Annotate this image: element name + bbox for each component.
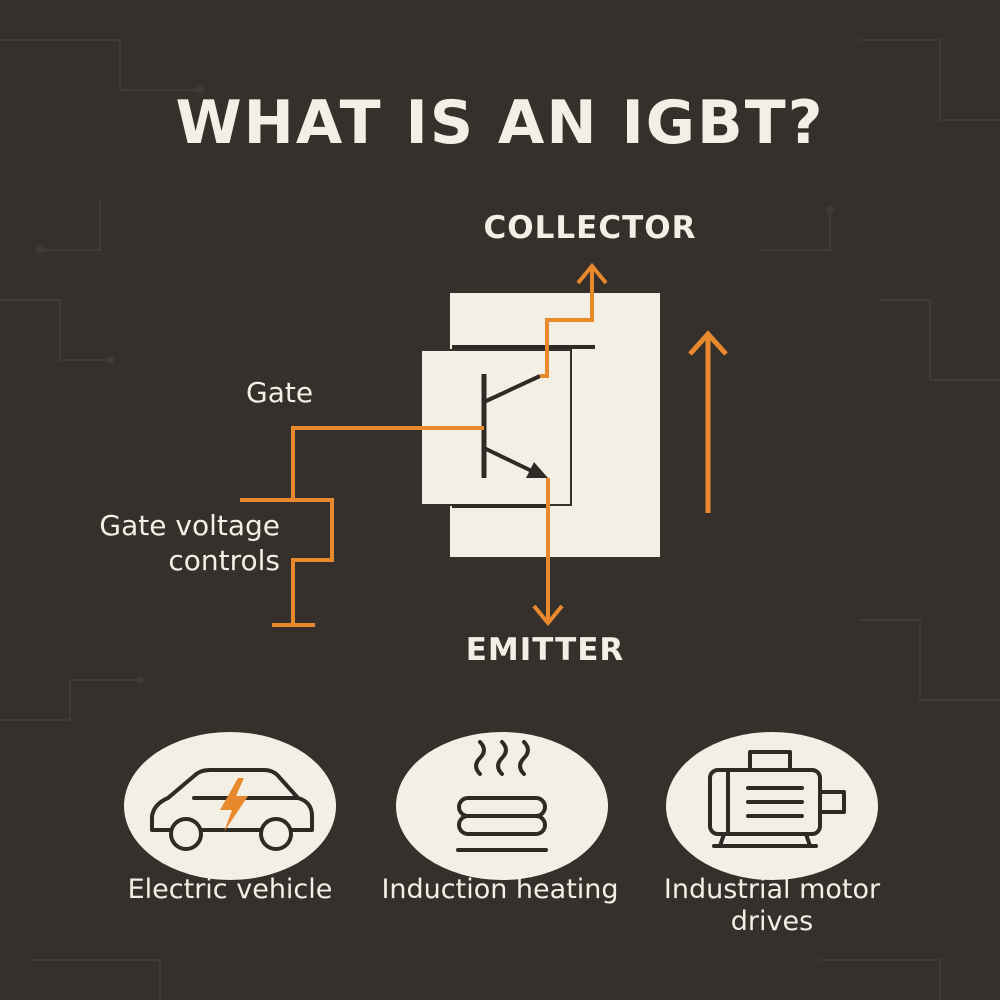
collector-diagonal xyxy=(483,374,541,404)
gate-voltage-note: Gate voltage controls xyxy=(99,509,280,577)
application-circle-electric-vehicle xyxy=(124,732,336,880)
electric-motor-icon xyxy=(708,750,846,848)
application-label-motor-drives: Industrial motor drives xyxy=(663,874,881,937)
current-arrowhead xyxy=(688,330,728,356)
application-circle-motor-drives xyxy=(666,732,878,880)
collector-arrowhead xyxy=(576,262,608,285)
application-label-induction-heating: Induction heating xyxy=(381,874,619,905)
application-circle-induction-heating xyxy=(396,732,608,880)
emitter-arrowhead-out xyxy=(532,604,564,627)
page-title: WHAT IS AN IGBT? xyxy=(175,88,825,158)
emitter-label: EMITTER xyxy=(465,632,625,668)
collector-label: COLLECTOR xyxy=(483,210,697,246)
electric-car-icon xyxy=(150,768,314,851)
application-label-electric-vehicle: Electric vehicle xyxy=(127,874,333,905)
gate-voltage-waveform xyxy=(240,498,334,627)
gate-lead xyxy=(291,426,484,500)
emitter-diagonal xyxy=(483,446,539,476)
induction-heating-icon xyxy=(456,740,548,852)
gate-label: Gate xyxy=(246,376,314,409)
collector-lead xyxy=(540,268,594,378)
emitter-arrowhead xyxy=(526,462,548,478)
